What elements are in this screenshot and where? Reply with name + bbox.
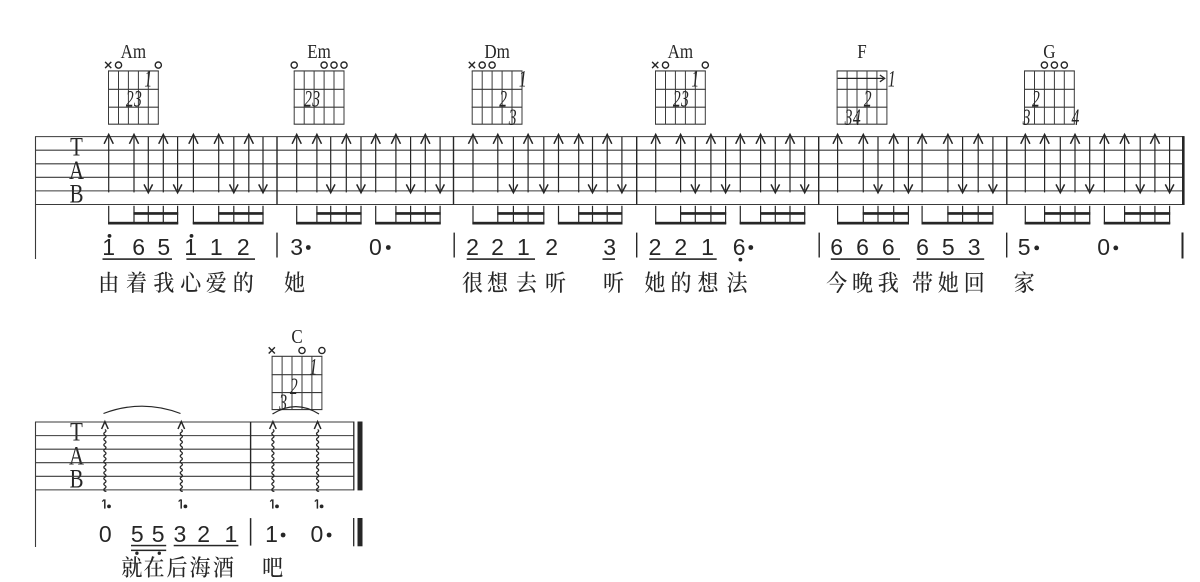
svg-text:6: 6 xyxy=(916,234,929,260)
svg-text:6: 6 xyxy=(830,234,843,260)
svg-text:2: 2 xyxy=(197,521,210,547)
svg-text:5: 5 xyxy=(131,521,144,547)
svg-text:5: 5 xyxy=(152,521,165,547)
svg-text:2: 2 xyxy=(304,87,312,113)
svg-text:T: T xyxy=(70,419,83,448)
svg-text:2: 2 xyxy=(237,234,250,260)
svg-text:1: 1 xyxy=(519,67,527,93)
svg-text:3: 3 xyxy=(1022,105,1031,131)
svg-text:1: 1 xyxy=(184,234,197,260)
svg-text:Am: Am xyxy=(668,41,694,64)
svg-text:2: 2 xyxy=(466,234,479,260)
svg-text:1: 1 xyxy=(102,234,115,260)
svg-text:A: A xyxy=(69,157,84,186)
svg-text:2: 2 xyxy=(864,87,872,113)
svg-text:2: 2 xyxy=(290,374,298,400)
svg-text:2: 2 xyxy=(1032,87,1040,113)
svg-text:3: 3 xyxy=(844,105,853,131)
svg-text:2: 2 xyxy=(126,87,134,113)
svg-text:B: B xyxy=(70,466,84,495)
svg-text:3: 3 xyxy=(290,234,303,260)
svg-text:3: 3 xyxy=(508,105,517,131)
svg-text:2: 2 xyxy=(674,234,687,260)
svg-text:2: 2 xyxy=(649,234,662,260)
svg-text:1: 1 xyxy=(517,234,530,260)
svg-text:0: 0 xyxy=(99,521,112,547)
svg-text:1: 1 xyxy=(225,521,238,547)
svg-text:3: 3 xyxy=(174,521,187,547)
svg-text:1: 1 xyxy=(691,67,699,93)
svg-text:1: 1 xyxy=(701,234,714,260)
svg-text:6: 6 xyxy=(733,234,746,260)
svg-text:0: 0 xyxy=(311,521,324,547)
svg-text:4: 4 xyxy=(853,105,861,131)
svg-text:B: B xyxy=(70,180,84,209)
svg-text:2: 2 xyxy=(673,87,681,113)
svg-text:Am: Am xyxy=(121,41,147,64)
svg-text:0: 0 xyxy=(369,234,382,260)
svg-text:1: 1 xyxy=(888,67,896,93)
svg-text:3: 3 xyxy=(968,234,981,260)
svg-text:5: 5 xyxy=(1018,234,1031,260)
svg-text:T: T xyxy=(70,133,83,162)
svg-text:2: 2 xyxy=(491,234,504,260)
svg-text:0: 0 xyxy=(1097,234,1110,260)
svg-text:2: 2 xyxy=(499,87,507,113)
svg-text:F: F xyxy=(857,41,866,64)
svg-text:C: C xyxy=(291,326,302,349)
svg-text:6: 6 xyxy=(132,234,145,260)
svg-text:G: G xyxy=(1043,41,1055,64)
svg-text:6: 6 xyxy=(882,234,895,260)
svg-text:2: 2 xyxy=(545,234,558,260)
svg-text:1: 1 xyxy=(144,67,152,93)
svg-text:3: 3 xyxy=(278,390,287,416)
svg-text:Dm: Dm xyxy=(484,41,510,64)
svg-text:1: 1 xyxy=(309,355,317,381)
svg-text:3: 3 xyxy=(133,87,142,113)
svg-text:Em: Em xyxy=(307,41,331,64)
svg-text:1: 1 xyxy=(210,234,223,260)
svg-text:3: 3 xyxy=(311,87,320,113)
svg-text:3: 3 xyxy=(680,87,689,113)
svg-text:6: 6 xyxy=(856,234,869,260)
svg-text:4: 4 xyxy=(1071,105,1079,131)
svg-text:1: 1 xyxy=(265,521,278,547)
svg-text:5: 5 xyxy=(942,234,955,260)
svg-text:5: 5 xyxy=(157,234,170,260)
svg-text:3: 3 xyxy=(603,234,616,260)
